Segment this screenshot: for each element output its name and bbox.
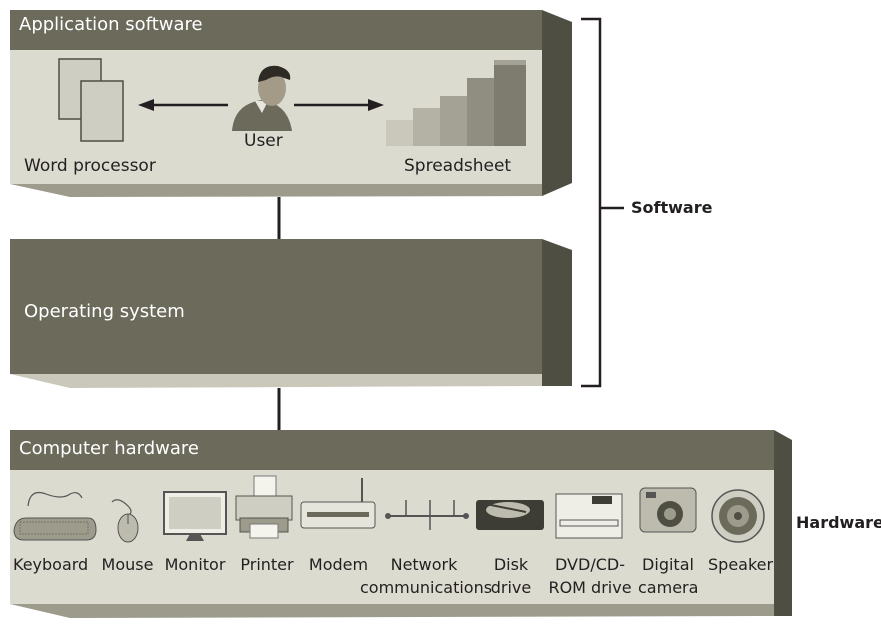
- network-icon: [385, 500, 469, 530]
- device-label-digital-camera: Digital camera: [638, 555, 699, 597]
- computer-hardware-title: Computer hardware: [19, 438, 199, 459]
- device-label-monitor: Monitor: [164, 555, 226, 574]
- device-label-keyboard: Keyboard: [13, 555, 89, 574]
- speaker-icon: [711, 489, 765, 543]
- device-label-mouse: Mouse: [101, 555, 154, 574]
- printer-icon: [235, 475, 293, 539]
- spreadsheet-chart-icon: [386, 60, 526, 146]
- operating-system-title: Operating system: [24, 301, 185, 322]
- dvd-drive-icon: [555, 493, 623, 539]
- application-software-title: Application software: [19, 14, 203, 35]
- spreadsheet-label: Spreadsheet: [404, 156, 512, 176]
- monitor-icon: [163, 491, 227, 541]
- disk-drive-icon: [476, 500, 544, 530]
- device-label-modem: Modem: [308, 555, 369, 574]
- mouse-icon: [111, 499, 139, 543]
- hardware-label: Hardware: [796, 513, 881, 532]
- device-label-network: Network communications: [360, 555, 493, 597]
- keyboard-icon: [13, 491, 97, 541]
- software-bracket-label: Software: [631, 198, 713, 217]
- operating-system-layer: [10, 239, 572, 388]
- device-label-disk-drive: Disk drive: [490, 555, 532, 597]
- software-bracket: [581, 17, 624, 388]
- device-label-dvd-drive: DVD/CD-ROM drive: [548, 555, 632, 597]
- device-label-printer: Printer: [240, 555, 294, 574]
- user-label: User: [244, 131, 283, 151]
- document-icon: [58, 58, 124, 142]
- camera-icon: [639, 487, 697, 533]
- arrow-left-icon: [138, 99, 228, 111]
- user-icon: [232, 65, 292, 131]
- device-label-speaker: Speaker: [708, 555, 774, 574]
- word-processor-label: Word processor: [24, 156, 156, 176]
- modem-icon: [300, 478, 376, 529]
- arrow-right-icon: [294, 99, 384, 111]
